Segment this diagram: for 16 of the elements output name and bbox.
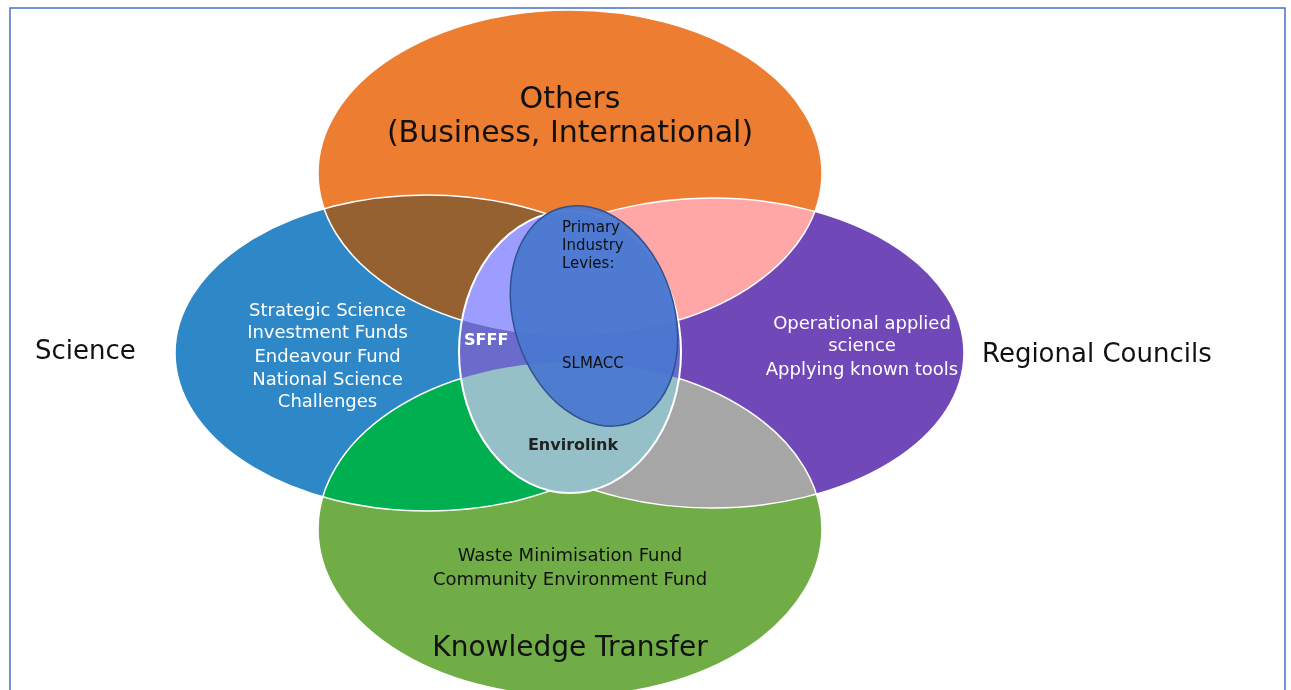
- fund-name: Community Environment Fund: [431, 568, 709, 590]
- fund-name: Waste Minimisation Fund: [456, 544, 684, 566]
- fund-name: National Science Challenges: [251, 368, 404, 412]
- fund-name: Primary Industry Levies:: [562, 218, 625, 272]
- group-heading: Science: [35, 335, 137, 367]
- fund-name: SFFF: [464, 330, 510, 350]
- fund-name: Envirolink: [526, 435, 620, 455]
- fund-name: SLMACC: [562, 354, 625, 372]
- fund-name: Strategic Science Investment Funds: [246, 299, 409, 343]
- description-text: Applying known tools: [764, 358, 960, 380]
- group-heading: Regional Councils: [982, 338, 1213, 370]
- group-subheading: (Business, International): [385, 114, 755, 150]
- group-heading: Knowledge Transfer: [431, 630, 709, 664]
- description-text: Operational applied science: [772, 312, 952, 356]
- group-heading: Others: [518, 80, 622, 116]
- fund-name: Endeavour Fund: [253, 345, 402, 367]
